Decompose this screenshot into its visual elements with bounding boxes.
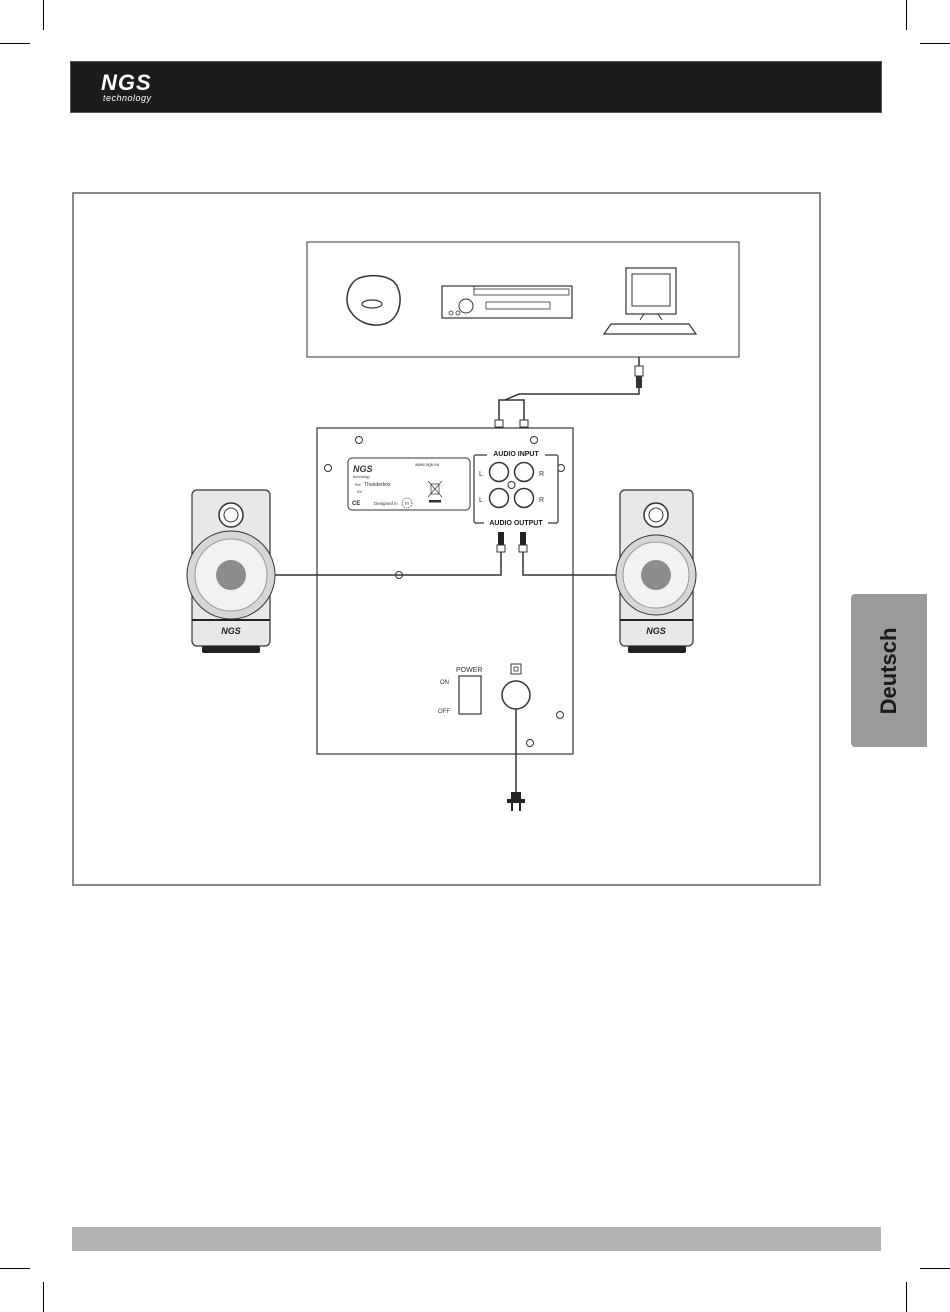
- label-model: Thunderbox: [364, 482, 391, 488]
- left-speaker: NGS: [187, 490, 275, 653]
- input-jack-left: [490, 463, 509, 482]
- audio-input-label: AUDIO INPUT: [493, 451, 539, 458]
- input-right-label: R: [539, 471, 544, 478]
- label-model-prefix: Ref.: [355, 483, 361, 487]
- center-screw: [508, 482, 515, 489]
- audio-output-label: AUDIO OUTPUT: [489, 520, 543, 527]
- label-line2: 5%: [357, 490, 362, 494]
- audio-io-block: [474, 448, 558, 527]
- output-left-label: L: [479, 497, 483, 504]
- brand-logo-subtext: technology: [103, 93, 152, 103]
- label-designed-in-mark: ES: [405, 502, 410, 506]
- stereo-receiver-icon: [442, 286, 572, 318]
- crop-mark-tl-h: [0, 43, 30, 44]
- switch-off-label: OFF: [438, 709, 450, 715]
- crop-mark-br-h: [920, 1268, 950, 1269]
- connection-diagram: NGS technology www.ngs.eu Ref. Thunderbo…: [72, 192, 821, 886]
- right-speaker-brand: NGS: [646, 626, 666, 636]
- left-speaker-brand: NGS: [221, 626, 241, 636]
- label-brand: NGS: [353, 464, 373, 474]
- portable-player-icon: [347, 276, 400, 325]
- language-tab: Deutsch: [851, 594, 927, 747]
- footer-bar: [72, 1227, 881, 1251]
- crop-mark-tr-h: [920, 43, 950, 44]
- crop-mark-br-v: [906, 1282, 907, 1312]
- brand-logo: NGS: [101, 72, 152, 94]
- right-speaker: NGS: [616, 490, 696, 653]
- header-bar: NGS technology: [70, 61, 882, 113]
- diagram-svg: NGS technology www.ngs.eu Ref. Thunderbo…: [74, 194, 819, 884]
- input-left-label: L: [479, 471, 483, 478]
- rating-label: NGS technology www.ngs.eu Ref. Thunderbo…: [348, 458, 470, 510]
- label-website: www.ngs.eu: [415, 462, 440, 467]
- label-designed-in: Designed in: [374, 501, 398, 506]
- crop-mark-bl-h: [0, 1268, 30, 1269]
- label-brand-sub: technology: [353, 475, 370, 479]
- crop-mark-tl-v: [43, 0, 44, 30]
- label-ce-mark: CE: [352, 501, 360, 507]
- output-jack-right: [515, 489, 534, 508]
- power-switch: [459, 676, 481, 714]
- input-jack-right: [515, 463, 534, 482]
- power-plug-icon: [507, 792, 525, 811]
- output-jack-left: [490, 489, 509, 508]
- crop-mark-tr-v: [906, 0, 907, 30]
- switch-on-label: ON: [440, 680, 449, 686]
- crop-mark-bl-v: [43, 1282, 44, 1312]
- language-tab-label: Deutsch: [876, 627, 902, 714]
- output-right-label: R: [539, 497, 544, 504]
- power-label: POWER: [456, 667, 482, 674]
